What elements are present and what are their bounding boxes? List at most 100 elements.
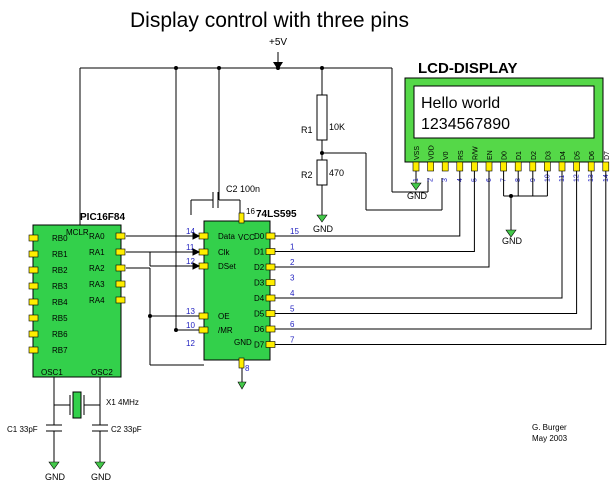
- sr-pin-d0: [265, 232, 276, 240]
- lcd-pin-d4: [558, 161, 566, 172]
- sr-pin12b: 12: [186, 339, 195, 348]
- sr-pin-label-d0: D0: [254, 232, 265, 241]
- sr-pin-clk: [198, 248, 209, 256]
- lcd-line2: 1234567890: [421, 116, 510, 133]
- pic-pin-label-ra4: RA4: [89, 296, 105, 305]
- c1-label: C1 33pF: [7, 425, 38, 434]
- lcd-line1: Hello world: [421, 95, 500, 112]
- lcd-pin-label-rw: R/W: [472, 146, 479, 160]
- oscillator-circuit: [46, 377, 108, 462]
- lcd-pin-d2: [529, 161, 537, 172]
- pic-pin-label-rb4: RB4: [52, 298, 68, 307]
- lcd-pin-en: [485, 161, 493, 172]
- sr-pin-label-d2: D2: [254, 263, 265, 272]
- lcd-pin-label-v0: V0: [443, 151, 450, 160]
- sr-pin-label-mr: /MR: [218, 326, 233, 335]
- sr-pin-label-clk: Clk: [218, 248, 231, 257]
- gnd-label-c2: GND: [91, 472, 112, 482]
- sr-vcc-pin: [238, 212, 245, 224]
- sr-pin8: 8: [245, 364, 250, 373]
- sr-pin-label-d4: D4: [254, 294, 265, 303]
- gnd-label-r2: GND: [313, 224, 334, 234]
- pic-osc2: OSC2: [91, 368, 113, 377]
- sr-pin-num-14: 14: [186, 227, 195, 236]
- pic-name: PIC16F84: [80, 212, 125, 223]
- sr-pin-d5: [265, 310, 276, 317]
- gnd-label-c1: GND: [45, 472, 66, 482]
- sr-pin-num-2: 2: [290, 258, 295, 267]
- lcd-pin-num-3: 3: [442, 178, 449, 182]
- sr-pin-label-d7: D7: [254, 341, 265, 350]
- pic-pin-label-rb2: RB2: [52, 266, 68, 275]
- sr-pin-dset: [198, 262, 209, 270]
- sr-pin-oe: [198, 312, 209, 320]
- lcd-pin-d6: [587, 161, 595, 172]
- pic-pin-rb5: [28, 314, 39, 322]
- sr-gnd: GND: [234, 338, 252, 347]
- crystal: [72, 391, 82, 419]
- pic-body: [32, 224, 122, 378]
- sr-pin-label-data: Data: [218, 232, 235, 241]
- pic-pin-label-rb3: RB3: [52, 282, 68, 291]
- gnd-label-lcd: GND: [407, 191, 428, 201]
- lcd-pin-label-d5: D5: [575, 151, 582, 160]
- sr-pin-label-dset: DSet: [218, 262, 237, 271]
- lcd-pin-vdd: [427, 161, 434, 172]
- lcd-pin-label-d4: D4: [560, 151, 567, 160]
- sr-pin-data: [198, 232, 209, 240]
- supply-label: +5V: [269, 37, 287, 48]
- lcd-pin-d3: [544, 161, 551, 172]
- sr-name: 74LS595: [256, 209, 297, 220]
- sr-body: [203, 220, 271, 361]
- sr-pin-num-1: 1: [290, 243, 295, 252]
- junction-dots: [148, 66, 513, 332]
- sr-pin-mr: [198, 326, 209, 334]
- pic-pin-label-ra0: RA0: [89, 232, 105, 241]
- sr-pin-num-4: 4: [290, 289, 295, 298]
- sr-pin-num-13: 13: [186, 307, 195, 316]
- lcd-pin-label-en: EN: [487, 150, 494, 160]
- pic-pin-rb1: [28, 250, 39, 258]
- sr-pin-num-15: 15: [290, 227, 299, 236]
- sr-pin-num-10: 10: [186, 321, 195, 330]
- pic-pin-rb4: [28, 298, 39, 306]
- pic-pin-rb2: [28, 266, 39, 274]
- gnd-symbols: [48, 182, 517, 470]
- sr-pin-label-d5: D5: [254, 310, 265, 319]
- pic-osc1: OSC1: [41, 368, 63, 377]
- lcd-pin-label-d3: D3: [545, 151, 552, 160]
- sr-pin-label-d3: D3: [254, 279, 265, 288]
- pic-pin-label-rb1: RB1: [52, 250, 68, 259]
- sr-pin16: 16: [246, 207, 255, 216]
- sr-pin-num-7: 7: [290, 336, 295, 345]
- sr-pin-label-d6: D6: [254, 325, 265, 334]
- title: Display control with three pins: [130, 9, 409, 32]
- pic-to-sr-arrows: [126, 232, 201, 270]
- pic-pin-label-rb7: RB7: [52, 346, 68, 355]
- lcd-pin-rw: [471, 161, 478, 172]
- lcd-pin-label-rs: RS: [458, 150, 465, 160]
- capacitor-c2-100n: [190, 192, 219, 215]
- sr-pin-label-d1: D1: [254, 248, 265, 257]
- pic-pin-label-ra2: RA2: [89, 264, 105, 273]
- lcd-pin-label-d1: D1: [516, 151, 523, 160]
- date: May 2003: [532, 434, 568, 443]
- pic-mclr: MCLR: [66, 228, 89, 237]
- pic-pin-ra4: [115, 296, 126, 304]
- pic-pin-ra1: [115, 248, 126, 256]
- supply-net: [79, 52, 443, 330]
- pic-pin-ra0: [115, 232, 126, 240]
- lcd-pin-num-2: 2: [428, 178, 435, 182]
- sr-pin-num-3: 3: [290, 274, 295, 283]
- lcd-pin-d5: [573, 161, 580, 172]
- crystal-label: X1 4MHz: [106, 398, 139, 407]
- sr-pin-d1: [265, 248, 276, 255]
- r2-label: R2: [301, 170, 313, 180]
- sr-pin-d6: [265, 325, 276, 333]
- r1-value: 10K: [329, 122, 345, 132]
- gnd-label-d: GND: [502, 236, 523, 246]
